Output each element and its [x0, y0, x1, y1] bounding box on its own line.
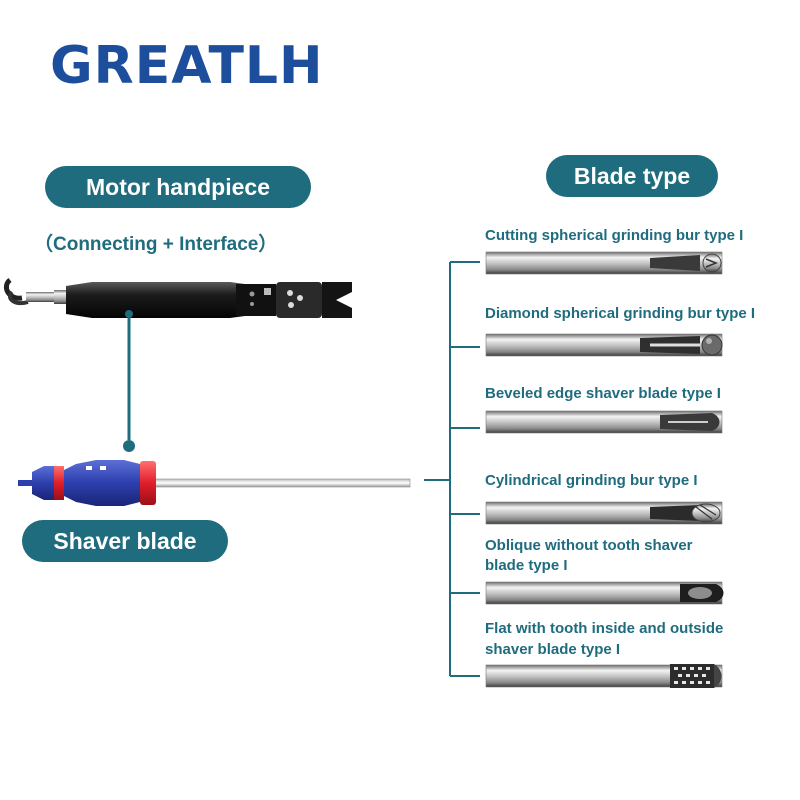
blade-tip-6	[485, 664, 723, 688]
blade-tip-5	[485, 581, 724, 605]
blade-tip-1	[485, 251, 723, 275]
blade-tip-3	[485, 410, 723, 434]
blade-type-title: Blade type	[546, 155, 718, 197]
shaver-blade-image	[18, 460, 411, 506]
motor-handpiece-subtitle: （Connecting + Interface）	[34, 234, 278, 255]
blade-label-4: Cylindrical grinding bur type I	[485, 472, 698, 489]
connector-line	[123, 310, 135, 452]
blade-tip-2	[485, 333, 723, 357]
blade-label-6-line2: shaver blade type I	[485, 641, 621, 658]
motor-handpiece-image	[4, 278, 352, 318]
blade-label-6-line1: Flat with tooth inside and outside	[485, 620, 724, 637]
blade-type-bracket	[424, 261, 480, 677]
blade-label-5-line1: Oblique without tooth shaver	[485, 537, 693, 554]
brand-logo: GREATLH	[50, 36, 324, 96]
blade-label-5-line2: blade type I	[485, 557, 568, 574]
blade-label-2: Diamond spherical grinding bur type I	[485, 305, 756, 322]
motor-handpiece-title: Motor handpiece	[45, 166, 311, 208]
blade-label-3: Beveled edge shaver blade type I	[485, 385, 721, 402]
blade-label-1: Cutting spherical grinding bur type I	[485, 227, 744, 244]
blade-tip-4	[485, 501, 723, 525]
shaver-blade-title: Shaver blade	[22, 520, 228, 562]
